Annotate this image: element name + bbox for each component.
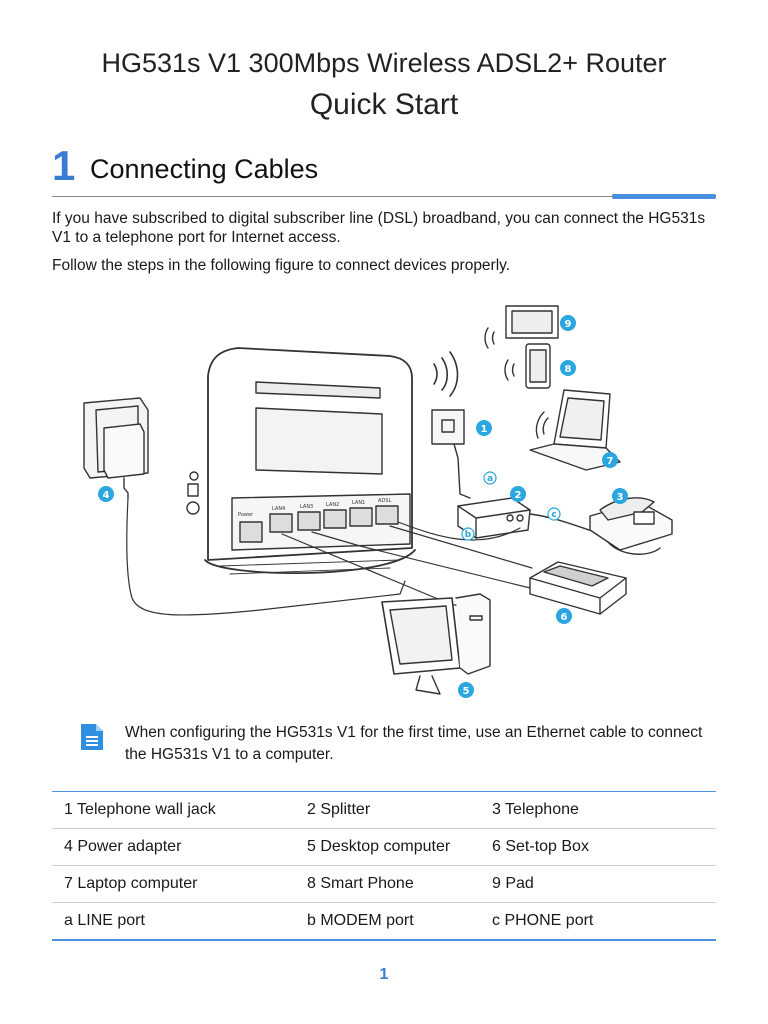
page-number: 1	[379, 966, 389, 983]
intro-paragraph-2: Follow the steps in the following figure…	[52, 257, 511, 274]
port-label-lan2: LAN2	[326, 502, 339, 508]
badge-8: 8	[565, 364, 572, 375]
power-adapter-illustration	[83, 397, 149, 499]
smartphone-illustration	[504, 343, 551, 389]
badge-1: 1	[481, 424, 488, 435]
table-row: 1 Telephone wall jack 2 Splitter 3 Telep…	[52, 791, 716, 829]
badge-3: 3	[617, 492, 624, 503]
port-label-power: Power	[238, 512, 254, 518]
port-label-lan4: LAN4	[272, 506, 285, 512]
document-note-icon	[81, 724, 103, 750]
wall-jack-illustration	[431, 409, 471, 499]
legend-cell: 1 Telephone wall jack	[52, 791, 295, 829]
section-divider	[52, 196, 612, 197]
badge-9: 9	[565, 319, 572, 330]
section-title: Connecting Cables	[90, 154, 319, 184]
legend-cell: 2 Splitter	[295, 791, 480, 829]
badge-b: b	[465, 530, 472, 540]
legend-cell: 7 Laptop computer	[52, 865, 295, 903]
legend-cell: 8 Smart Phone	[295, 865, 480, 903]
badge-4: 4	[103, 490, 110, 501]
laptop-illustration	[529, 389, 621, 471]
legend-cell: c PHONE port	[480, 902, 716, 941]
port-label-lan3: LAN3	[300, 504, 313, 510]
legend-cell: 4 Power adapter	[52, 828, 295, 866]
legend-cell: a LINE port	[52, 902, 295, 941]
table-row: a LINE port b MODEM port c PHONE port	[52, 902, 716, 941]
splitter-illustration	[457, 497, 609, 539]
table-row: 7 Laptop computer 8 Smart Phone 9 Pad	[52, 865, 716, 903]
telephone-illustration	[589, 497, 673, 555]
badge-2: 2	[515, 490, 522, 501]
badge-5: 5	[463, 686, 470, 697]
intro-paragraph-1: If you have subscribed to digital subscr…	[52, 210, 706, 246]
legend-table: 1 Telephone wall jack 2 Splitter 3 Telep…	[52, 791, 716, 941]
port-label-adsl: ADSL	[378, 498, 391, 504]
port-label-lan1: LAN1	[352, 500, 365, 506]
legend-cell: 9 Pad	[480, 865, 716, 903]
desktop-computer-illustration	[381, 593, 491, 695]
badge-c: c	[551, 510, 556, 520]
pad-illustration	[484, 305, 559, 349]
connection-diagram: 1 2 3 4 5 6 7 8 9 a b c Power LAN4 LAN3 …	[83, 305, 673, 698]
badge-7: 7	[607, 456, 614, 467]
document-title: HG531s V1 300Mbps Wireless ADSL2+ Router	[101, 48, 667, 78]
table-row: 4 Power adapter 5 Desktop computer 6 Set…	[52, 828, 716, 866]
legend-cell: 3 Telephone	[480, 791, 716, 829]
legend-cell: 5 Desktop computer	[295, 828, 480, 866]
section-divider-accent	[612, 194, 716, 199]
section-number: 1	[52, 142, 76, 189]
legend-cell: 6 Set-top Box	[480, 828, 716, 866]
router-illustration	[186, 347, 416, 575]
note-text: When configuring the HG531s V1 for the f…	[125, 724, 703, 763]
badge-6: 6	[561, 612, 568, 623]
legend-cell: b MODEM port	[295, 902, 480, 941]
badge-a: a	[487, 474, 493, 484]
badge-group: 1 2 3 4 5 6 7 8 9 a b c	[98, 315, 628, 698]
set-top-box-illustration	[529, 561, 627, 615]
document-subtitle: Quick Start	[309, 88, 459, 121]
